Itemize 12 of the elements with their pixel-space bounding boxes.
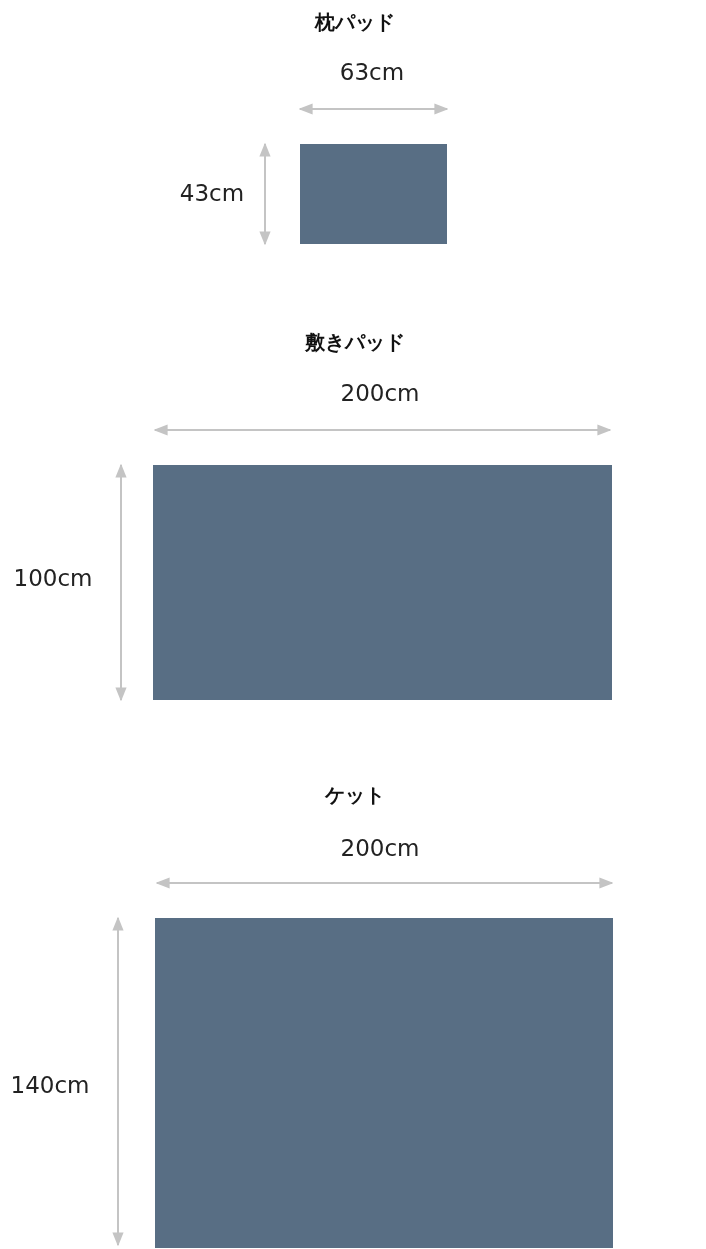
section-heading: ケット	[325, 781, 385, 809]
dimension-label: 200cm	[340, 380, 420, 406]
dimension-label: 63cm	[339, 59, 405, 85]
dimension-label: 200cm	[340, 835, 420, 861]
section-heading: 敷きパッド	[305, 328, 405, 356]
pad-rectangle	[155, 918, 613, 1248]
section-heading: 枕パッド	[315, 8, 395, 36]
dimension-label: 43cm	[179, 180, 245, 206]
dimension-label: 100cm	[13, 565, 93, 591]
pad-rectangle	[300, 144, 447, 244]
dimension-label: 140cm	[10, 1072, 90, 1098]
pad-rectangle	[153, 465, 612, 700]
